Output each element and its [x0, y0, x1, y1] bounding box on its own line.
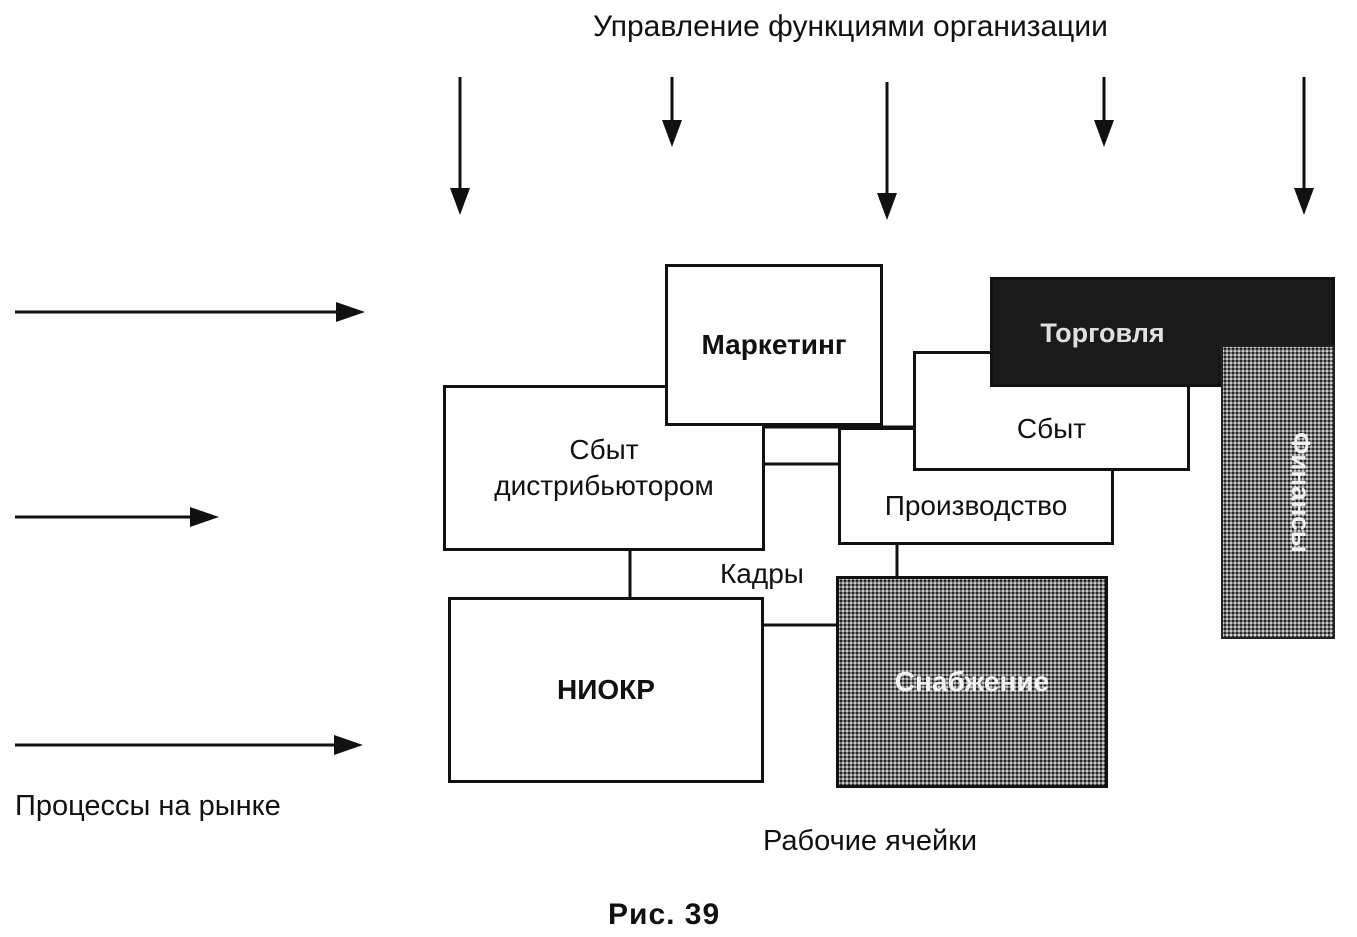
- top-arrows: [450, 77, 1314, 220]
- down-arrow-2-head: [662, 120, 682, 147]
- left-arrows: [15, 302, 365, 755]
- block-sales-label: Сбыт: [1016, 412, 1087, 444]
- block-marketing-label: Маркетинг: [701, 329, 847, 360]
- figure-caption: Рис. 39: [608, 898, 721, 931]
- right-arrow-2-head: [190, 507, 219, 527]
- down-arrow-1-head: [450, 188, 470, 215]
- diagram-title: Управление функциями организации: [593, 10, 1108, 43]
- down-arrow-5-head: [1294, 188, 1314, 215]
- block-rnd: НИОКР: [448, 597, 764, 783]
- work-cells-label: Рабочие ячейки: [763, 825, 978, 857]
- block-marketing: Маркетинг: [665, 264, 883, 426]
- block-finance-label: Финансы: [1285, 431, 1316, 553]
- block-sales-distributor-line1: Сбыт: [569, 434, 639, 465]
- right-arrow-3-head: [334, 735, 363, 755]
- block-trade-label: Торговля: [1040, 318, 1165, 348]
- block-finance: Финансы: [1221, 345, 1335, 639]
- cadre-label: Кадры: [720, 558, 804, 589]
- block-rnd-label: НИОКР: [557, 674, 655, 705]
- block-trade: Торговля: [990, 277, 1335, 387]
- block-supply-label: Снабжение: [894, 666, 1050, 697]
- market-processes-label: Процессы на рынке: [15, 790, 281, 822]
- down-arrow-3-head: [877, 193, 897, 220]
- right-arrow-1-head: [336, 302, 365, 322]
- down-arrow-4-head: [1094, 120, 1114, 147]
- block-supply: Снабжение: [836, 576, 1108, 788]
- block-production-label: Производство: [884, 490, 1068, 521]
- block-sales-distributor-line2: дистрибьютором: [494, 470, 714, 501]
